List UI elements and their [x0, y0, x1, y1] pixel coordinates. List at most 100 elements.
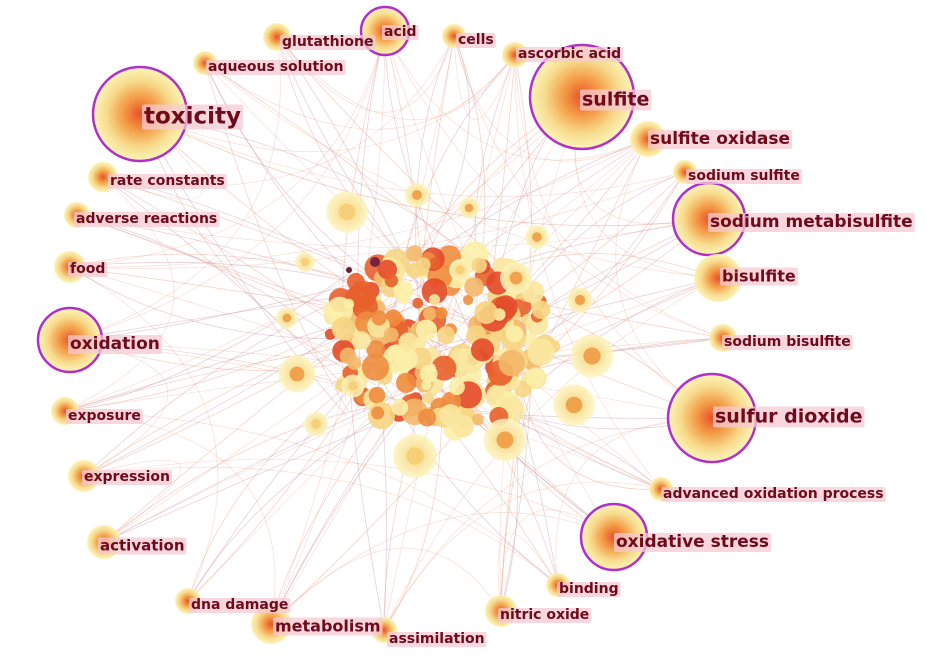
cluster-node [505, 325, 524, 343]
satellite-node-core [496, 431, 514, 449]
node-label: assimilation [389, 631, 485, 647]
label-background [516, 47, 624, 62]
label-background [557, 582, 621, 597]
label-background [98, 537, 187, 555]
edge [383, 290, 443, 631]
label-ascorbic-acid: ascorbic acid [516, 46, 624, 62]
node-label: sulfite oxidase [650, 129, 790, 149]
edge [453, 35, 649, 162]
cluster-node [326, 296, 353, 324]
node-label: glutathione [282, 34, 373, 50]
cluster-node-dark [346, 267, 352, 273]
label-background [614, 533, 771, 552]
label-background [68, 262, 108, 277]
edge [615, 138, 713, 419]
edge [139, 113, 347, 416]
label-acid: acid [382, 24, 419, 40]
node-bubble [694, 254, 742, 302]
edge [498, 410, 662, 490]
cluster-node [437, 326, 455, 345]
edge [76, 214, 710, 249]
cluster-node [423, 307, 437, 321]
label-background [142, 104, 244, 130]
edge [102, 176, 355, 397]
satellite-node-core [455, 265, 465, 275]
label-expression: expression [82, 469, 172, 485]
label-background [722, 335, 853, 350]
edge [521, 391, 662, 490]
cluster-node [352, 331, 371, 350]
node-label: sodium sulfite [688, 168, 800, 184]
node-label: metabolism [275, 617, 381, 636]
label-background [648, 130, 792, 149]
node-label: acid [384, 24, 417, 40]
satellite-node-core [583, 347, 601, 365]
label-sulfite-oxidase: sulfite oxidase [648, 129, 792, 149]
label-cells: cells [456, 32, 496, 48]
label-dna-damage: dna damage [189, 597, 291, 613]
edge [64, 274, 348, 412]
edge [383, 481, 662, 631]
label-nitric-oxide: nitric oxide [498, 607, 592, 623]
node-bisulfite[interactable] [694, 254, 742, 302]
cluster-node [331, 316, 356, 341]
cluster-node [406, 245, 423, 262]
label-background [280, 35, 376, 50]
label-sodium-metabisulfite: sodium metabisulfite [708, 212, 915, 232]
satellite-node-core [282, 313, 292, 323]
satellite-node-core [464, 203, 474, 213]
label-background [66, 409, 143, 424]
cluster-node [527, 338, 555, 367]
edge [453, 35, 516, 120]
node-label: oxidation [70, 334, 160, 354]
satellite-node-core [300, 257, 310, 267]
cluster-node [371, 310, 387, 326]
edge [64, 410, 559, 586]
edge [270, 547, 502, 625]
central-cluster [276, 182, 614, 478]
cluster-node [383, 327, 399, 343]
edge [139, 113, 710, 227]
edge [139, 113, 377, 386]
edge [103, 277, 719, 543]
node-label: dna damage [191, 597, 288, 613]
edge [69, 30, 386, 268]
node-label: aqueous solution [208, 59, 344, 75]
cluster-node [470, 338, 495, 362]
cluster-node [419, 365, 438, 383]
label-aqueous-solution: aqueous solution [206, 59, 346, 75]
label-background [82, 470, 172, 485]
cluster-node [498, 349, 525, 377]
label-bisulfite: bisulfite [720, 267, 798, 286]
cluster-node [391, 399, 409, 416]
label-background [74, 212, 220, 227]
edge [500, 377, 534, 612]
satellite-node-core [574, 294, 586, 306]
label-food: food [68, 261, 108, 277]
edge [83, 466, 559, 586]
label-background [686, 169, 802, 184]
edge [69, 285, 348, 341]
edge [453, 35, 724, 339]
edge [76, 214, 507, 368]
cluster-node [471, 413, 484, 426]
label-metabolism: metabolism [273, 617, 383, 636]
node-label: expression [84, 469, 170, 485]
edge [383, 417, 713, 631]
satellite-node-core [338, 203, 356, 221]
cluster-node [531, 300, 551, 319]
cluster-node [412, 297, 424, 309]
label-background [206, 60, 346, 75]
label-toxicity: toxicity [142, 104, 244, 130]
label-oxidative-stress: oxidative stress [614, 532, 771, 552]
cluster-node [471, 257, 487, 273]
cluster-node [435, 307, 448, 320]
node-label: binding [559, 581, 619, 597]
node-label: oxidative stress [616, 532, 769, 552]
cluster-node [431, 355, 457, 381]
nodes-layer [36, 5, 758, 644]
label-oxidation: oxidation [68, 334, 162, 354]
label-advanced-oxidation-process: advanced oxidation process [661, 486, 886, 502]
node-label: rate constants [110, 173, 225, 189]
satellite-node-core [412, 190, 422, 200]
